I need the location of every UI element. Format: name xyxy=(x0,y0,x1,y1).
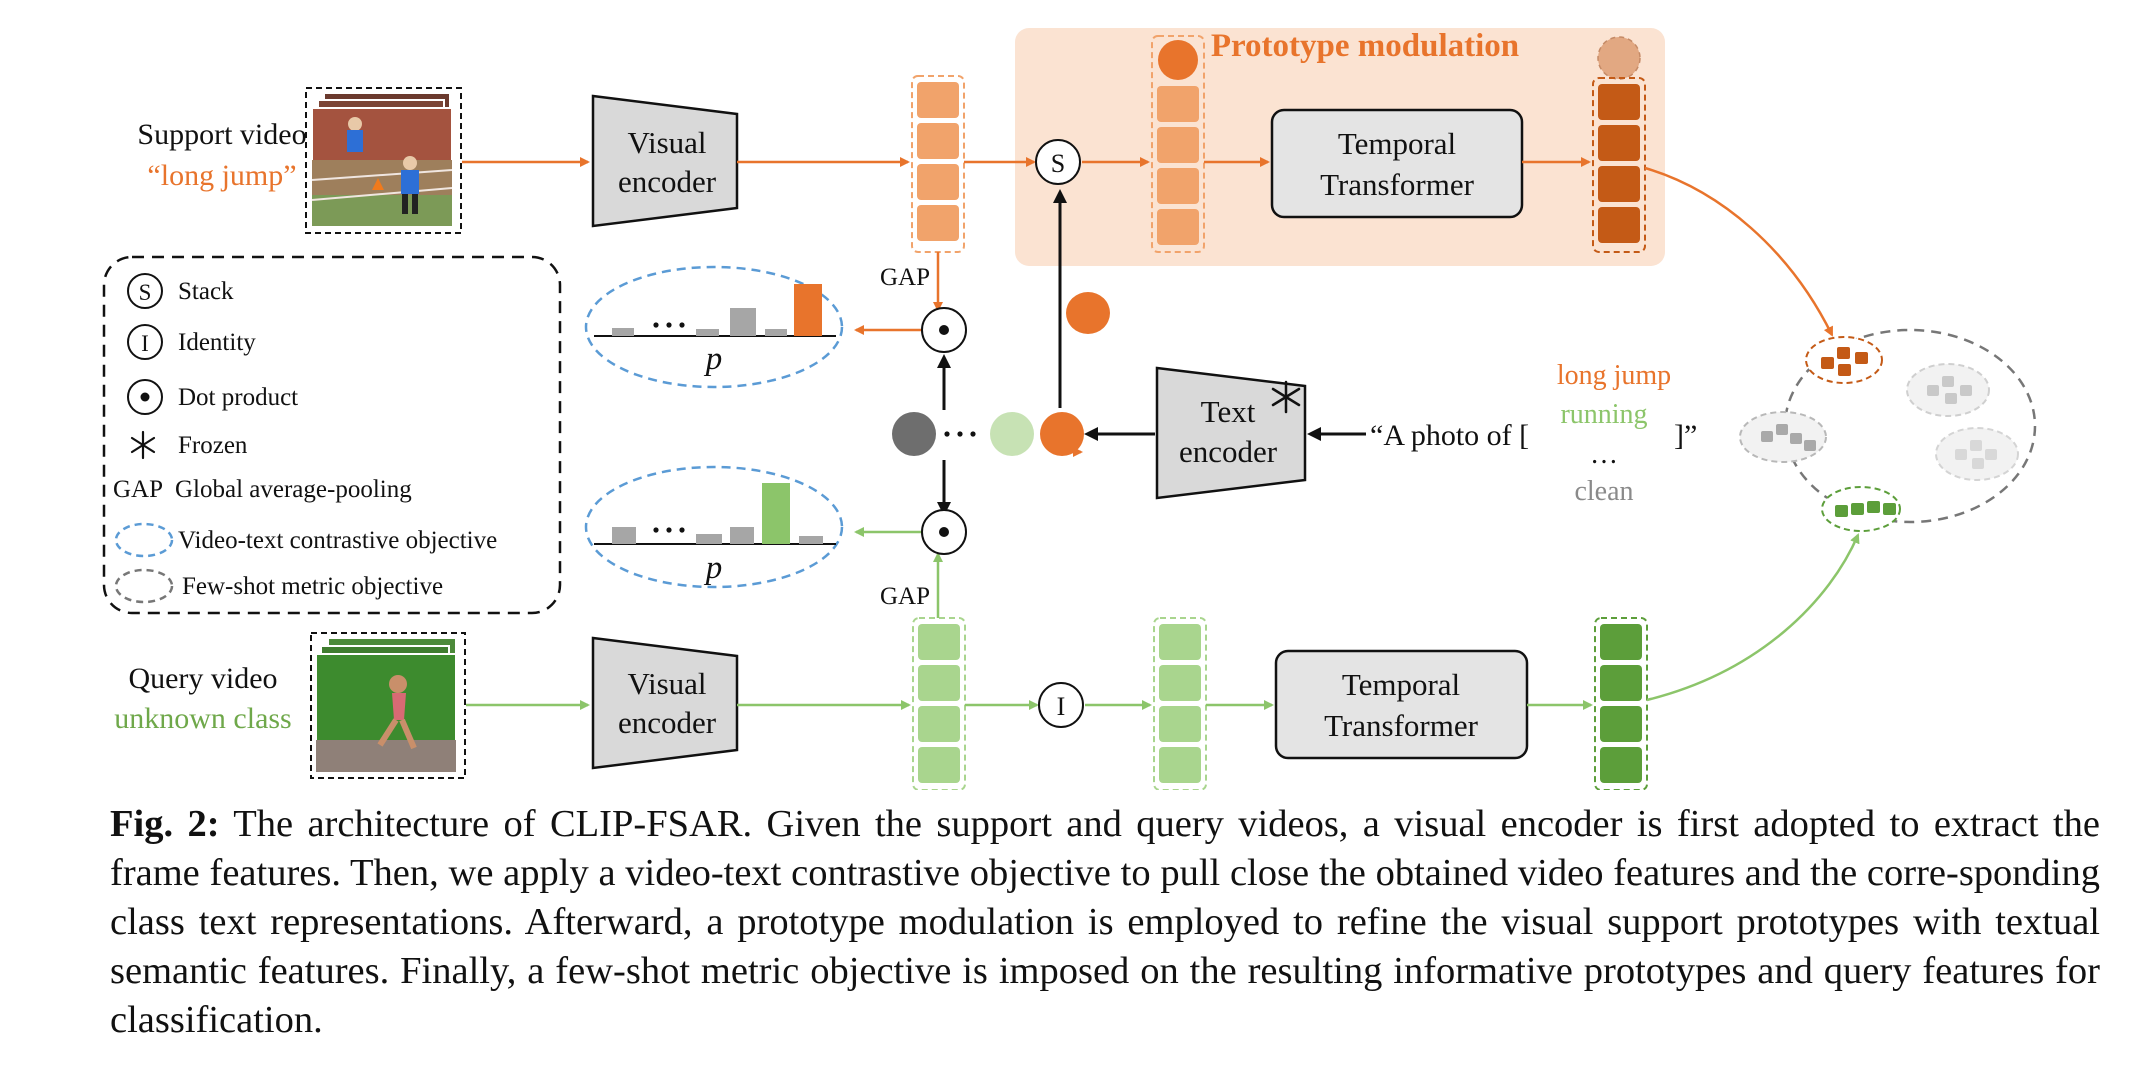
class-clean: clean xyxy=(1574,476,1633,507)
support-flow-arrows xyxy=(462,157,1834,457)
query-visual-encoder-label-2: encoder xyxy=(618,705,717,740)
legend-identity-label: Identity xyxy=(178,329,256,356)
modulated-support-prototype xyxy=(1592,36,1646,253)
legend-metric-label: Few-shot metric objective xyxy=(182,573,443,600)
text-encoder-label-1: Text xyxy=(1201,394,1256,429)
legend-stack-symbol: S xyxy=(139,280,152,305)
query-video-label: Query video xyxy=(128,662,277,695)
legend-identity-icon xyxy=(127,324,163,360)
query-video-frames xyxy=(310,632,466,779)
legend-frozen-label: Frozen xyxy=(178,432,248,459)
gap-label-support: GAP xyxy=(880,264,930,291)
support-p-label: p xyxy=(704,341,723,377)
legend-stack-icon xyxy=(127,273,163,309)
legend-contrastive-icon xyxy=(114,522,174,558)
prompt-ellipsis: … xyxy=(1590,439,1618,470)
stack-operator-symbol: S xyxy=(1051,149,1065,178)
snowflake-icon xyxy=(1271,380,1301,414)
class-long-jump: long jump xyxy=(1557,360,1671,391)
legend-identity-symbol: I xyxy=(141,331,149,356)
text-encoder-label-2: encoder xyxy=(1179,434,1278,469)
legend-contrastive-label: Video-text contrastive objective xyxy=(178,527,497,554)
query-p-label: p xyxy=(704,550,723,586)
diagram-canvas: Prototype modulation Support video “long… xyxy=(102,28,2037,791)
query-visual-encoder-label-1: Visual xyxy=(627,666,706,701)
query-contrastive-objective: p xyxy=(584,465,844,589)
query-class-label: unknown class xyxy=(114,702,291,735)
support-contrastive-objective: p xyxy=(584,265,844,389)
legend-gap-label: Global average-pooling xyxy=(175,476,412,503)
text-feature-running xyxy=(990,412,1034,456)
support-class-label: “long jump” xyxy=(147,159,296,192)
query-visual-encoder xyxy=(591,636,739,770)
caption-text: The architecture of CLIP-FSAR. Given the… xyxy=(110,803,2100,1041)
gap-label-query: GAP xyxy=(880,583,930,610)
query-temporal-features xyxy=(1594,617,1648,791)
support-temporal-transformer-label-1: Temporal xyxy=(1338,126,1456,161)
few-shot-metric-space xyxy=(1739,328,2037,532)
modulation-text-feature xyxy=(1066,292,1110,334)
support-visual-encoder xyxy=(591,94,739,228)
legend-gap-symbol: GAP xyxy=(113,476,163,503)
text-feature-long-jump xyxy=(1040,412,1084,456)
support-video-label: Support video xyxy=(137,118,306,151)
identity-query-features xyxy=(1153,617,1207,791)
support-video-frames xyxy=(305,87,462,234)
caption-label: Fig. 2: xyxy=(110,803,220,845)
identity-operator: I xyxy=(1038,682,1084,728)
legend-dot-product-label: Dot product xyxy=(178,384,298,411)
support-visual-encoder-label-2: encoder xyxy=(618,164,717,199)
legend-stack-label: Stack xyxy=(178,278,234,305)
query-frame-features xyxy=(912,617,966,791)
query-temporal-transformer-label-2: Transformer xyxy=(1324,708,1479,743)
support-frame-features xyxy=(911,75,965,253)
support-visual-encoder-label-1: Visual xyxy=(627,125,706,160)
stack-operator: S xyxy=(1035,139,1081,185)
prompt-prefix: “A photo of [ xyxy=(1370,419,1529,452)
figure-caption: Fig. 2: The architecture of CLIP-FSAR. G… xyxy=(110,800,2100,1045)
stacked-support-features xyxy=(1151,35,1205,253)
text-flow-arrows xyxy=(937,189,1366,516)
text-encoder xyxy=(1155,366,1307,500)
support-temporal-transformer-label-2: Transformer xyxy=(1320,167,1475,202)
query-flow-arrows xyxy=(466,527,1860,710)
legend-metric-icon xyxy=(114,568,174,604)
class-running: running xyxy=(1560,399,1647,430)
legend: S Stack I Identity Dot product Frozen GA… xyxy=(102,255,562,615)
legend-snowflake-icon xyxy=(130,430,156,460)
identity-operator-symbol: I xyxy=(1057,692,1066,721)
text-feature-ellipsis xyxy=(944,431,976,437)
text-feature-other xyxy=(892,412,936,456)
prompt-suffix: ]” xyxy=(1674,419,1697,452)
dot-product-query xyxy=(921,509,967,555)
prototype-modulation-title: Prototype modulation xyxy=(1211,28,1519,64)
support-temporal-transformer xyxy=(1270,108,1524,219)
dot-product-support xyxy=(921,307,967,353)
query-temporal-transformer-label-1: Temporal xyxy=(1342,667,1460,702)
